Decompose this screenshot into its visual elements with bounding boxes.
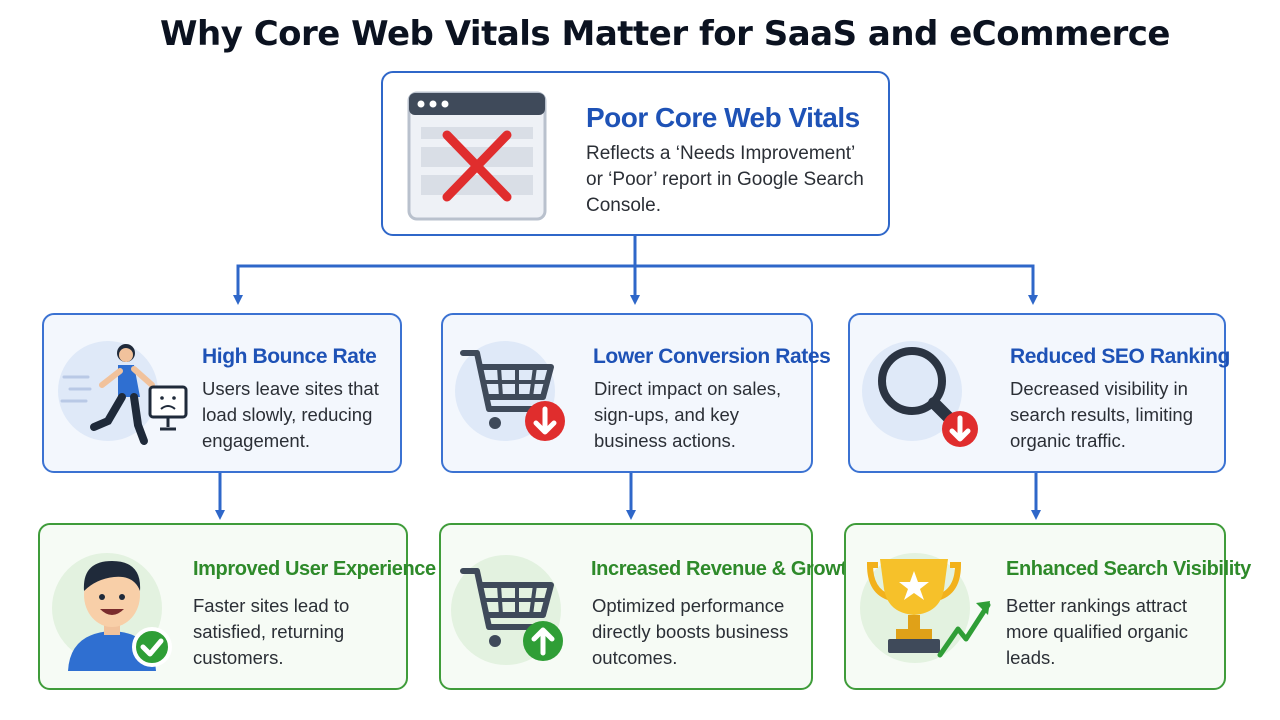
top-box-description: Reflects a ‘Needs Improvement’ or ‘Poor’…: [586, 143, 864, 216]
arrow-top-to-right: [635, 264, 1038, 305]
outcome-title: Improved User Experience: [193, 558, 436, 580]
problem-description: Decreased visibility in search results, …: [1010, 378, 1194, 451]
lower-conversion-rates-box: Lower Conversion Rates Direct impact on …: [441, 313, 831, 473]
cart-down-icon: [460, 350, 565, 441]
page-title: Why Core Web Vitals Matter for SaaS and …: [160, 14, 1171, 54]
cart-up-icon: [460, 568, 563, 661]
high-bounce-rate-box: High Bounce Rate Users leave sites that …: [42, 313, 402, 473]
browser-error-icon: [407, 91, 547, 221]
problem-title: Reduced SEO Ranking: [1010, 345, 1230, 368]
enhanced-search-visibility-box: Enhanced Search Visibility Better rankin…: [844, 523, 1251, 690]
arrow-top-to-left: [233, 264, 635, 305]
outcome-description: Optimized performance directly boosts bu…: [592, 595, 789, 668]
reduced-seo-ranking-box: Reduced SEO Ranking Decreased visibility…: [848, 313, 1230, 473]
increased-revenue-growth-box: Increased Revenue & Growth Optimized per…: [439, 523, 859, 690]
running-person-icon: [60, 344, 188, 445]
problem-title: High Bounce Rate: [202, 345, 377, 368]
problem-description: Direct impact on sales, sign-ups, and ke…: [594, 378, 782, 451]
poor-core-web-vitals-box: Poor Core Web Vitals Reflects a ‘Needs I…: [381, 71, 890, 236]
happy-user-icon: [68, 561, 172, 671]
outcome-description: Faster sites lead to satisfied, returnin…: [193, 595, 350, 668]
problem-description: Users leave sites that load slowly, redu…: [202, 378, 379, 451]
magnifier-down-icon: [878, 347, 978, 447]
top-box-title: Poor Core Web Vitals: [586, 102, 860, 133]
trophy-growth-icon: [866, 559, 991, 658]
outcome-title: Enhanced Search Visibility: [1006, 558, 1251, 580]
outcome-title: Increased Revenue & Growth: [591, 558, 859, 580]
improved-user-experience-box: Improved User Experience Faster sites le…: [38, 523, 436, 690]
outcome-description: Better rankings attract more qualified o…: [1006, 595, 1189, 668]
problem-title: Lower Conversion Rates: [593, 345, 831, 368]
